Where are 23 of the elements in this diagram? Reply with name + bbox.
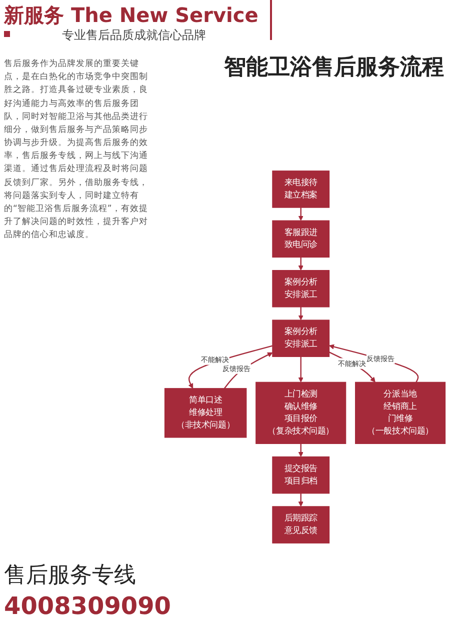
arrow xyxy=(329,352,376,382)
diagram-title: 智能卫浴售后服务流程 xyxy=(224,54,444,82)
intro-paragraph: 售后服务作为品牌发展的重要关键点，是在白热化的市场竞争中突围制胜之路。打造具备过硬专业素质，良好沟通能力与高效率的售后服务团队，同时对智能卫浴与其他品类进行细分，做到售后服务与产品策略同步协调与步升级。为提高售后服务的效率，售后服务专线，网上与线下沟通渠道。通过售后处理流程及时将问题反馈到厂家。另外，借助服务专线，将问题落实到专人，同时建立特有的“智能卫浴售后服务流程”，有效提升了解决问题的时效性，提升客户对品牌的信心和忠诚度。 xyxy=(4,58,149,242)
arrow xyxy=(298,356,304,382)
arrow xyxy=(298,257,304,271)
node-box: 客服跟进致电问诊 xyxy=(272,220,330,258)
arrow xyxy=(298,307,304,320)
hotline-number: 4008309090 xyxy=(4,592,171,620)
tagline: 专业售后品质成就信心品牌 xyxy=(62,27,206,44)
node-box: 来电接待建立档案 xyxy=(272,170,330,208)
node-box: 简单口述维修处理 （非技术问题） xyxy=(164,388,247,438)
node-box: 案例分析安排派工 xyxy=(272,270,330,308)
arrow xyxy=(298,444,304,457)
node-box: 提交报告项目归档 xyxy=(272,456,330,494)
arrow xyxy=(329,344,419,382)
arrow xyxy=(298,208,304,221)
section-heading: 新服务 The New Service xyxy=(4,2,258,29)
hotline-label: 售后服务专线 xyxy=(4,562,136,590)
node-box: 案例分析安排派工 xyxy=(272,320,330,357)
node-box: 分派当地经销商上门维修 （一般技术问题） xyxy=(355,382,446,444)
node-box: 上门检测确认维修项目报价 （复杂技术问题） xyxy=(256,382,346,444)
arrow xyxy=(298,493,304,507)
node-box: 后期跟踪意见反馈 xyxy=(272,506,330,544)
